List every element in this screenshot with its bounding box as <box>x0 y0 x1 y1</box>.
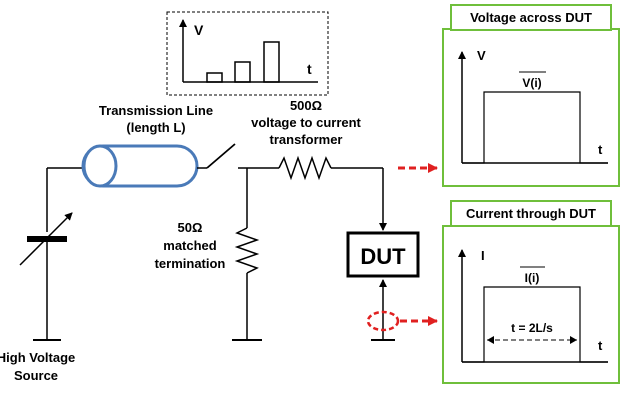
current-pulse <box>462 286 608 363</box>
source-label-1: High Voltage <box>0 350 75 365</box>
transformer-label-2: voltage to current <box>251 115 361 130</box>
current-width-arrow-left <box>487 336 494 344</box>
term-label-2: matched <box>163 238 217 253</box>
voltage-y-label: V <box>477 48 486 63</box>
inset-x-label: t <box>307 61 312 77</box>
variable-arrow <box>19 212 73 266</box>
inset-pulse-3 <box>263 41 280 83</box>
current-width-label: t = 2L/s <box>511 321 553 335</box>
tline-label-2: (length L) <box>126 120 185 135</box>
current-x-label: t <box>598 338 603 353</box>
voltage-panel: Voltage across DUT V t V(i) <box>442 4 620 187</box>
dut-box <box>346 231 420 278</box>
current-panel-border <box>442 225 620 384</box>
hv-source <box>19 167 83 341</box>
term-label-1: 50Ω <box>178 220 203 235</box>
switch-lever <box>206 143 236 169</box>
current-width-label-bg <box>504 320 560 335</box>
voltage-panel-title: Voltage across DUT <box>470 10 592 25</box>
current-panel: Current through DUT I t I(i) t = 2L/s <box>442 200 620 384</box>
term-label-3: termination <box>155 256 226 271</box>
resistor-50 <box>234 227 260 274</box>
current-pulse-label: I(i) <box>525 271 540 285</box>
transformer-label-1: 500Ω <box>290 98 322 113</box>
tline-label-1: Transmission Line <box>99 103 213 118</box>
inset-waveform: V t <box>166 11 329 96</box>
current-probe-loop <box>366 310 400 332</box>
voltage-panel-title-box <box>450 4 612 31</box>
inset-pulse-1 <box>206 72 223 83</box>
voltage-panel-border <box>442 28 620 187</box>
transformer-label-3: transformer <box>270 132 343 147</box>
voltage-pulse-label: V(i) <box>522 76 541 90</box>
source-label-2: Source <box>14 368 58 383</box>
current-y-label: I <box>481 248 485 263</box>
transmission-line-cable <box>81 144 199 188</box>
resistor-500 <box>278 155 332 181</box>
voltage-x-label: t <box>598 142 603 157</box>
cable-end <box>82 144 118 188</box>
dut-label: DUT <box>360 244 406 269</box>
inset-border <box>166 11 329 96</box>
current-panel-title: Current through DUT <box>466 206 596 221</box>
inset-pulse-2 <box>234 61 251 83</box>
current-width-arrow-right <box>570 336 577 344</box>
inset-y-label: V <box>194 22 204 38</box>
voltage-pulse <box>462 91 608 164</box>
current-panel-title-box <box>450 200 612 227</box>
